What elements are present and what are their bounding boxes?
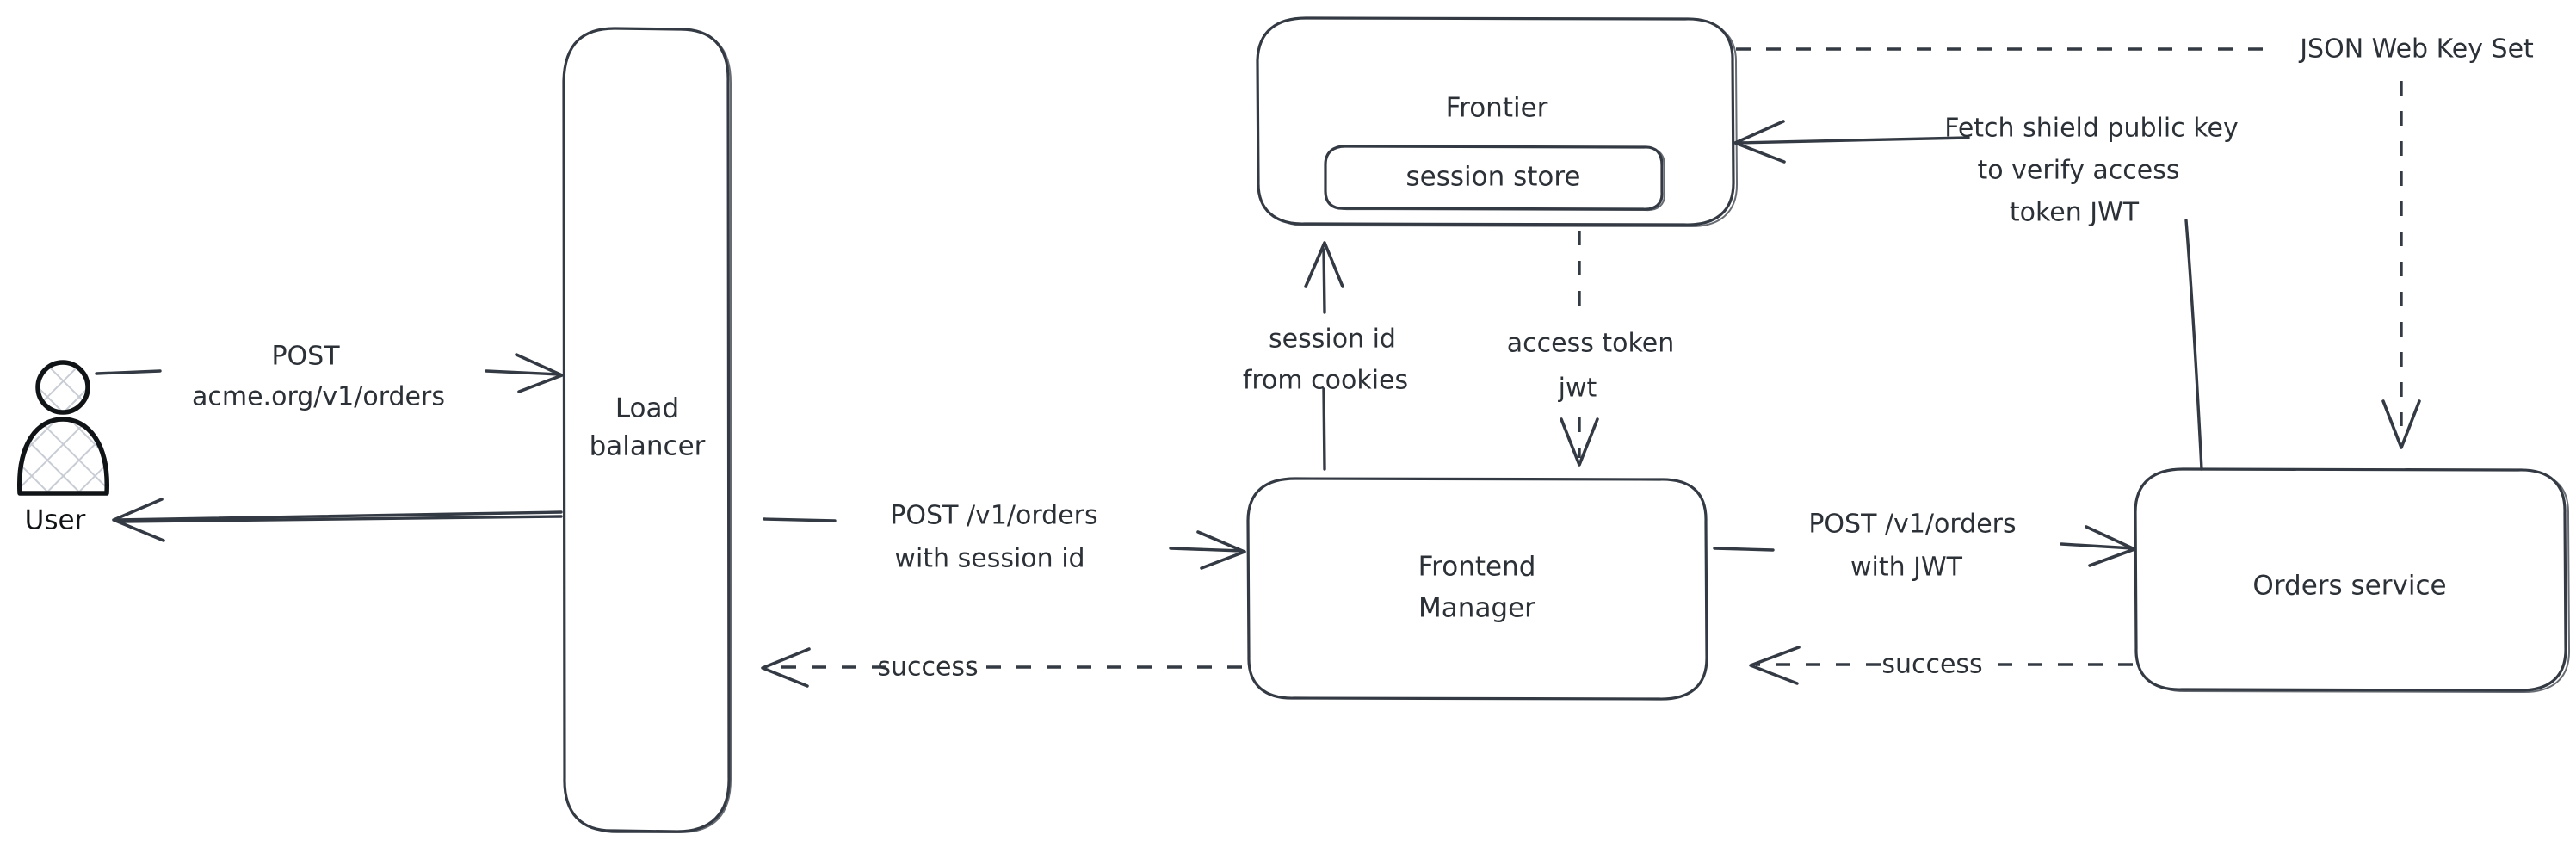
load-balancer-outline [562, 27, 731, 833]
edge-orders-service-to-frontend-manager: success [1749, 646, 2133, 685]
edge-orders-fm-arrowhead [1749, 646, 1801, 685]
edge-lb-user-arrowhead [112, 498, 165, 542]
edge-fm-orders-label-line1: POST /v1/orders [1808, 510, 2016, 540]
frontend-manager-label-line2: Manager [1418, 593, 1535, 624]
edge-lb-fm-arrowhead [1196, 530, 1246, 570]
edge-lb-fm-label-line2: with session id [894, 544, 1084, 574]
edge-orders-frontier-label-line2: to verify access [1978, 156, 2180, 186]
edge-fm-frontier-arrowhead [1304, 241, 1344, 288]
node-frontier[interactable]: Frontier session store [1256, 16, 1739, 228]
jwks-arrowhead [2381, 399, 2421, 449]
node-session-store[interactable]: session store [1324, 145, 1666, 212]
edge-json-web-key-set: JSON Web Key Set [1736, 34, 2534, 449]
frontend-manager-label-line1: Frontend [1418, 552, 1536, 583]
edge-frontier-fm-label-line1: access token [1507, 329, 1675, 359]
edge-lb-fm-label-line1: POST /v1/orders [890, 501, 1097, 531]
person-icon-head [35, 360, 90, 415]
edge-orders-service-to-frontier: Fetch shield public key to verify access… [1733, 114, 2239, 471]
edge-frontier-fm-label-line2: jwt [1558, 374, 1597, 404]
frontier-label: Frontier [1446, 93, 1548, 124]
actor-user[interactable]: User [17, 360, 109, 536]
edge-frontier-fm-arrowhead [1560, 417, 1599, 467]
edge-frontier-to-frontend-manager: access token jwt [1507, 231, 1675, 467]
edge-user-lb-arrowhead [515, 353, 564, 393]
edge-orders-frontier-label-line3: token JWT [2010, 198, 2140, 228]
edge-orders-frontier-arrowhead [1733, 120, 1786, 164]
load-balancer-label-line1: Load [615, 393, 679, 424]
person-icon-body [17, 417, 109, 496]
edge-fm-lb-label: success [877, 652, 978, 683]
edge-fm-orders-arrowhead [2085, 525, 2136, 567]
edge-orders-fm-label: success [1881, 650, 1982, 680]
load-balancer-label-line2: balancer [590, 431, 706, 462]
frontend-manager-outline [1246, 477, 1708, 701]
node-frontend-manager[interactable]: Frontend Manager [1246, 477, 1708, 701]
node-load-balancer[interactable]: Load balancer [562, 27, 732, 833]
session-store-label: session store [1405, 162, 1580, 193]
edge-user-lb-label-line2: acme.org/v1/orders [192, 382, 445, 412]
edge-user-lb-line [485, 369, 561, 376]
edge-lb-user-line2 [119, 515, 563, 523]
edge-lb-fm-line [1169, 547, 1244, 553]
edge-frontend-manager-to-load-balancer: success [761, 647, 1242, 688]
edge-fm-frontier-label-line1: session id [1269, 325, 1396, 355]
orders-service-outline [2134, 467, 2567, 692]
edge-load-balancer-to-frontend-manager: POST /v1/orders with session id [763, 501, 1246, 574]
edge-user-lb-stub [95, 369, 162, 375]
edge-frontend-manager-to-orders-service: POST /v1/orders with JWT [1713, 510, 2136, 583]
edge-lb-user-line [115, 510, 563, 522]
actor-user-label: User [25, 505, 86, 536]
edge-fm-lb-arrowhead [761, 647, 811, 688]
edge-fm-frontier-label-line2: from cookies [1243, 366, 1408, 396]
edge-frontend-manager-to-frontier: session id from cookies [1243, 241, 1408, 471]
edge-orders-frontier-label-line1: Fetch shield public key [1944, 114, 2239, 144]
edge-load-balancer-to-user [112, 498, 563, 542]
edge-lb-fm-stub [763, 517, 837, 522]
edge-fm-orders-label-line2: with JWT [1850, 553, 1963, 583]
orders-service-label: Orders service [2252, 571, 2446, 602]
edge-fm-orders-line [2060, 542, 2134, 550]
edge-orders-frontier-line [1735, 136, 1970, 145]
edge-user-to-load-balancer: POST acme.org/v1/orders [95, 342, 564, 412]
edge-orders-frontier-curve [2184, 219, 2203, 471]
node-orders-service[interactable]: Orders service [2134, 467, 2571, 694]
edge-fm-orders-stub [1713, 547, 1775, 552]
edge-fm-frontier-lower [1322, 387, 1326, 471]
edge-fm-frontier-upper [1322, 248, 1326, 314]
jwks-label: JSON Web Key Set [2298, 34, 2534, 65]
session-store-outline [1324, 145, 1664, 211]
edge-user-lb-label-line1: POST [271, 342, 340, 372]
